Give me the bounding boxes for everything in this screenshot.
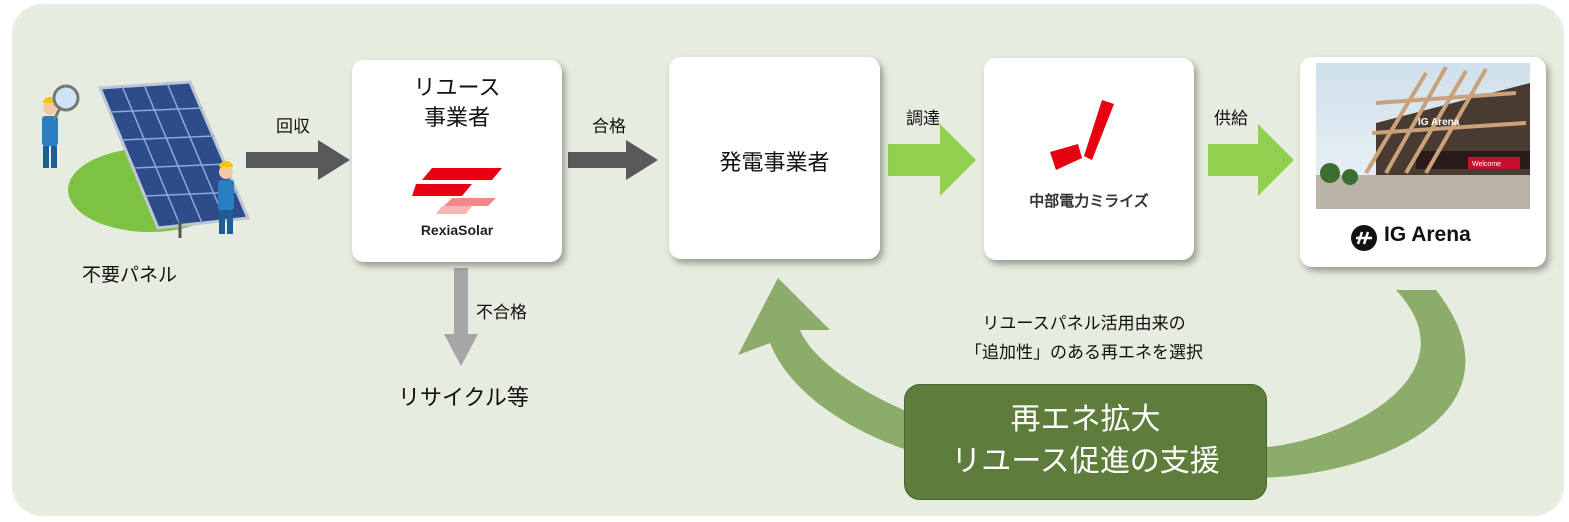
generator-title: 発電事業者 xyxy=(719,151,830,176)
highlight-line2: リユース促進の支援 xyxy=(951,444,1220,479)
rexia-logo-icon xyxy=(412,168,502,214)
ig-arena-logo-icon xyxy=(1351,225,1377,251)
procure-label: 調達 xyxy=(906,109,940,129)
pass-label: 合格 xyxy=(592,117,626,137)
chubu-box: 中部電力ミライズ xyxy=(984,58,1194,260)
collect-arrow xyxy=(246,140,350,180)
reuse-title-line2: 事業者 xyxy=(423,106,490,131)
highlight-text: 再エネ拡大 リユース促進の支援 xyxy=(905,399,1266,483)
recycle-label: リサイクル等 xyxy=(398,386,529,411)
arena-logo: IG Arena xyxy=(1350,223,1500,253)
fail-arrow xyxy=(444,268,478,366)
arena-box: IG Arena Welcome IG Arena xyxy=(1300,57,1546,267)
supply-arrow xyxy=(1208,124,1294,196)
arena-logo-text: IG Arena xyxy=(1384,223,1471,246)
panel-label: 不要パネル xyxy=(82,264,178,286)
note-line2: 「追加性」のある再エネを選択 xyxy=(965,343,1203,363)
additionality-note: リユースパネル活用由来の 「追加性」のある再エネを選択 xyxy=(904,310,1264,368)
reuse-title: リユース 事業者 xyxy=(352,74,562,134)
highlight-box: 再エネ拡大 リユース促進の支援 xyxy=(904,384,1267,500)
worker-left-icon xyxy=(42,84,80,168)
highlight-line1: 再エネ拡大 xyxy=(1010,402,1161,437)
arena-sign-text: IG Arena xyxy=(1418,117,1460,128)
arena-banner-text: Welcome xyxy=(1472,161,1501,168)
pass-arrow xyxy=(568,140,658,180)
collect-label: 回収 xyxy=(276,117,310,137)
note-line1: リユースパネル活用由来の xyxy=(982,314,1186,334)
procure-arrow xyxy=(888,124,976,196)
rexia-logo-text: RexiaSolar xyxy=(420,222,494,238)
solar-panel-illustration xyxy=(42,80,250,238)
reuse-title-line1: リユース xyxy=(413,76,501,101)
fail-label: 不合格 xyxy=(476,303,527,323)
chubu-logo-icon xyxy=(1050,100,1114,170)
generator-box: 発電事業者 xyxy=(669,57,880,259)
reuse-business-box: リユース 事業者 RexiaSolar xyxy=(352,60,562,262)
supply-label: 供給 xyxy=(1214,109,1248,129)
chubu-logo-text: 中部電力ミライズ xyxy=(1029,192,1149,210)
arena-photo: IG Arena Welcome xyxy=(1316,63,1530,209)
worker-right-icon xyxy=(218,161,234,234)
